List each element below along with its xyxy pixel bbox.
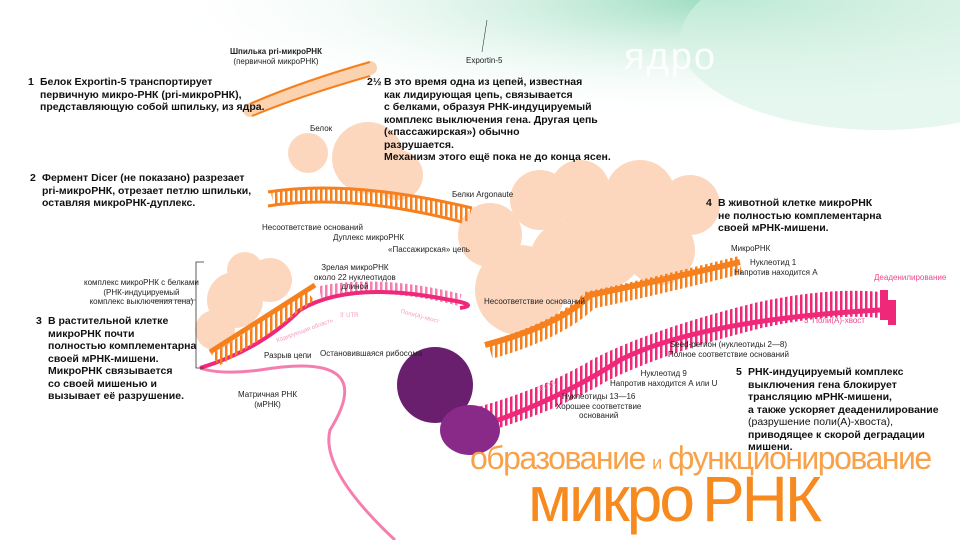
nucleotide-9-label: Нуклеотид 9 Напротив находится А или U	[610, 369, 718, 388]
strand-break-label: Разрыв цепи	[264, 351, 312, 360]
deadenylation-label: Деаденилирование	[874, 273, 947, 282]
step-4-text: 4 В животной клетке микроРНК не полность…	[706, 197, 882, 234]
duplex-label: Дуплекс микроРНК	[333, 233, 404, 242]
passenger-strand-label: «Пассажирская» цепь	[388, 245, 470, 254]
nucleotide-1-label: Нуклеотид 1 Напротив находится А	[734, 258, 818, 277]
protein-label: Белок	[310, 124, 333, 133]
utr-left-label: 3' UTR	[340, 313, 359, 319]
animal-mrna	[469, 256, 896, 433]
mismatch-animal-label: Несоответствие оснований	[484, 297, 585, 306]
mismatch-duplex-label: Несоответствие оснований	[262, 223, 363, 232]
argonaute-proteins	[195, 122, 720, 350]
plant-mrna	[199, 281, 470, 540]
step-2-text: 2 Фермент Dicer (не показано) разрезает …	[30, 172, 252, 209]
pri-mirna-hairpin	[243, 61, 377, 117]
exportin-label: Exportin-5	[466, 56, 503, 65]
ribosome	[397, 347, 500, 455]
step-1-text: 1 Белок Exportin-5 транспортирует первич…	[28, 76, 265, 113]
step-5-text: 5 РНК-индуцируемый комплекс выключения г…	[736, 366, 939, 453]
complex-label: комплекс микроРНК с белками (РНК-индуцир…	[84, 278, 199, 306]
nucleus-label: ядро	[624, 36, 718, 78]
step-2half-text: 2½ В это время одна из цепей, известная …	[367, 76, 611, 163]
complex-bracket	[195, 261, 204, 369]
mrna-label: Матричная РНК (мРНК)	[238, 390, 297, 409]
argonaute-label: Белки Argonaute	[452, 190, 514, 199]
title-subtitle: образование и функционирование	[470, 440, 932, 476]
step-3-text: 3 В растительной клетке микроРНК почти п…	[36, 315, 197, 402]
ribosome-label: Остановившаяся рибосома	[320, 349, 423, 358]
mature-mirna-label: Зрелая микроРНК около 22 нуклеотидов дли…	[314, 263, 396, 291]
pri-mirna-label: Шпилька pri-микроРНК (первичной микроРНК…	[230, 47, 322, 66]
mirna-duplex	[267, 186, 473, 224]
polya-tail-label: 3' Поли(А)-хвост	[804, 316, 865, 325]
mirna-label: МикроРНК	[731, 244, 771, 253]
nucleotides-13-16-label: Нуклеотиды 13—16 Хорошее соответствие ос…	[556, 392, 642, 420]
seed-region-label: Seed-регион (нуклеотиды 2—8) Полное соот…	[668, 340, 789, 359]
